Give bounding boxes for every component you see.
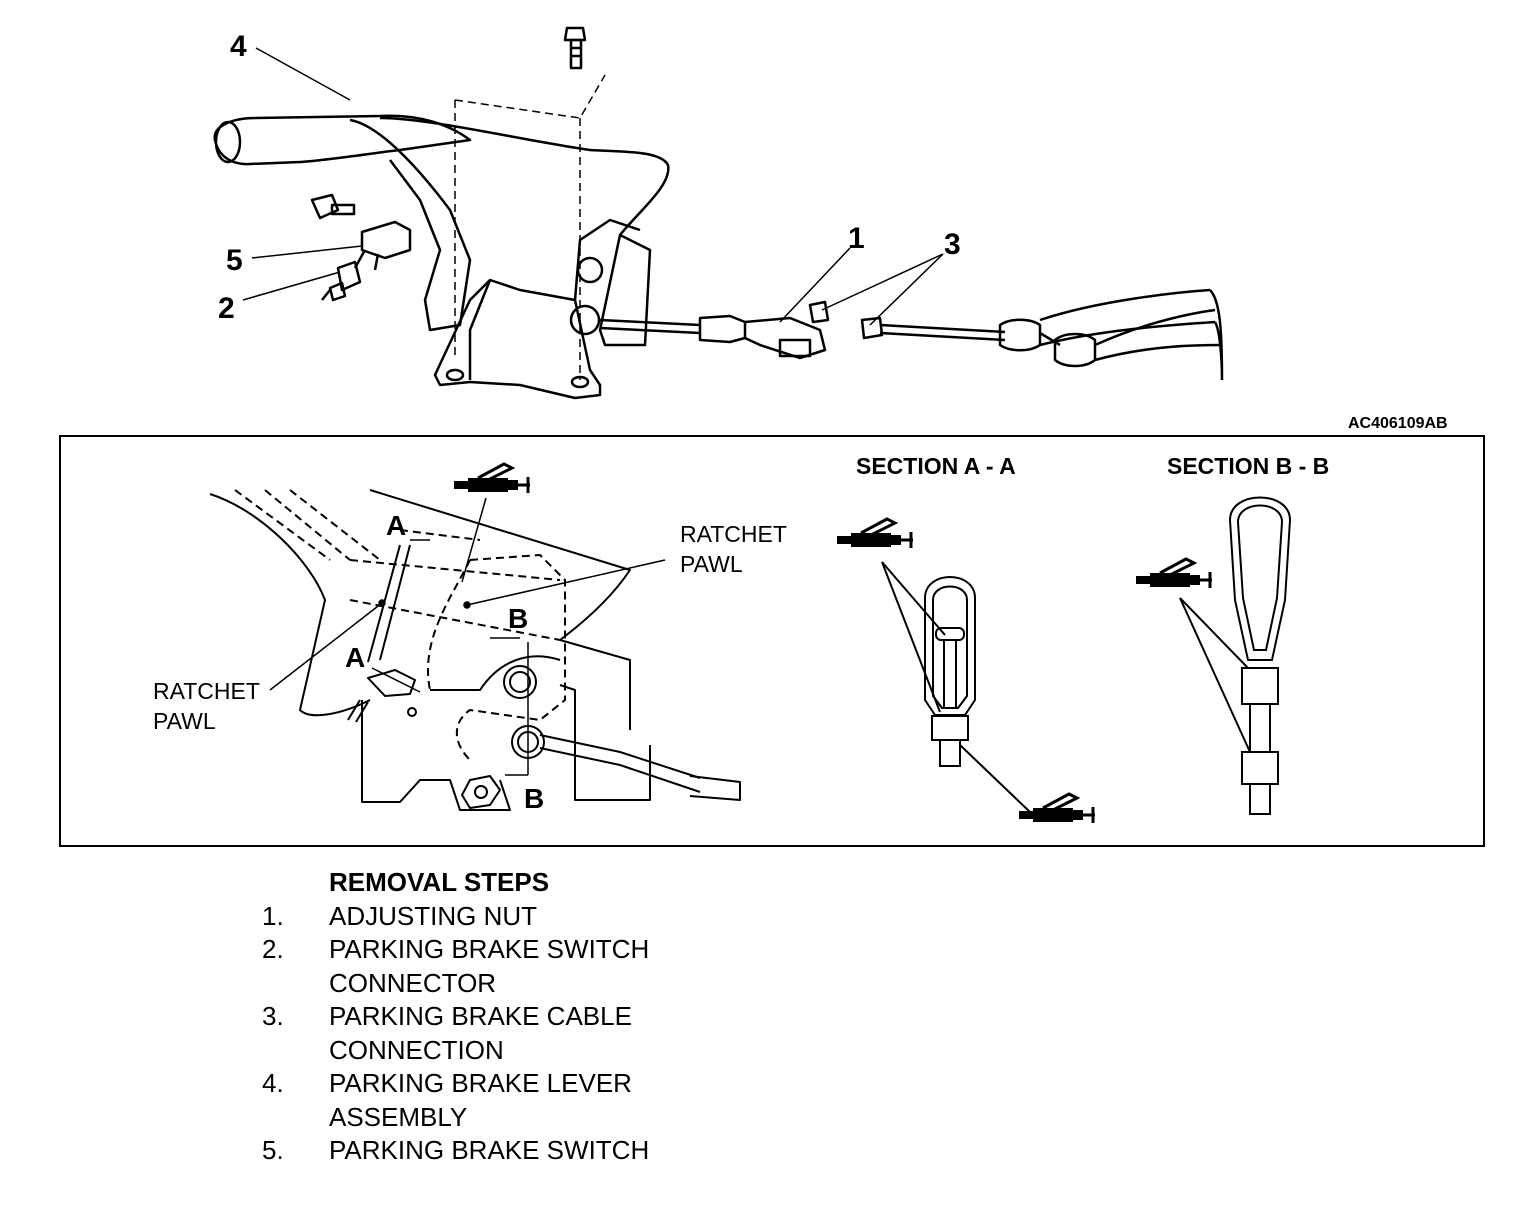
step-number: 4. xyxy=(262,1068,284,1098)
parking-brake-diagram: 4 5 2 1 3 AC406109AB xyxy=(59,26,1485,847)
section-mark-a-bottom: A xyxy=(345,642,365,673)
removal-steps-heading: REMOVAL STEPS xyxy=(329,867,550,897)
section-mark-b-top: B xyxy=(508,603,528,634)
lever-assembly-drawing xyxy=(213,26,1224,400)
removal-step: 5. PARKING BRAKE SWITCH xyxy=(262,1134,729,1168)
figure-id: AC406109AB xyxy=(1348,415,1448,432)
callout-leaders xyxy=(242,47,944,326)
detail-frame xyxy=(59,435,1485,847)
callout-4: 4 xyxy=(230,30,247,63)
section-mark-a-top: A xyxy=(386,510,406,541)
grease-gun-icon xyxy=(452,462,532,495)
removal-step: 2. PARKING BRAKE SWITCH CONNECTOR xyxy=(262,933,729,1000)
removal-step: 4. PARKING BRAKE LEVER ASSEMBLY xyxy=(262,1067,729,1134)
section-mark-b-bottom: B xyxy=(524,783,544,814)
section-a-drawing xyxy=(881,561,1031,813)
section-a-title: SECTION A - A xyxy=(856,453,1016,479)
callout-2: 2 xyxy=(218,292,235,325)
callout-3: 3 xyxy=(944,228,961,261)
section-b-drawing xyxy=(1179,496,1292,815)
grease-gun-icon-a1 xyxy=(835,517,915,550)
callout-1: 1 xyxy=(848,222,865,255)
callout-5: 5 xyxy=(226,244,243,277)
step-text: PARKING BRAKE LEVER ASSEMBLY xyxy=(329,1068,632,1132)
step-number: 2. xyxy=(262,934,284,964)
step-number: 3. xyxy=(262,1001,284,1031)
step-number: 5. xyxy=(262,1135,284,1165)
step-text: PARKING BRAKE SWITCH CONNECTOR xyxy=(329,934,650,998)
step-text: ADJUSTING NUT xyxy=(329,900,537,931)
step-text: PARKING BRAKE SWITCH xyxy=(329,1135,650,1165)
removal-steps: REMOVAL STEPS 1. ADJUSTING NUT 2. PARKIN… xyxy=(262,866,729,1168)
step-number: 1. xyxy=(262,900,284,931)
removal-step: 1. ADJUSTING NUT xyxy=(262,900,729,934)
ratchet-detail-drawing xyxy=(209,489,741,811)
step-text: PARKING BRAKE CABLE CONNECTION xyxy=(329,1001,632,1065)
grease-gun-icon-b xyxy=(1134,557,1214,590)
detail-leaders xyxy=(269,497,666,776)
grease-gun-icon-a2 xyxy=(1017,792,1097,825)
section-b-title: SECTION B - B xyxy=(1167,453,1329,479)
removal-step: 3. PARKING BRAKE CABLE CONNECTION xyxy=(262,1000,729,1067)
